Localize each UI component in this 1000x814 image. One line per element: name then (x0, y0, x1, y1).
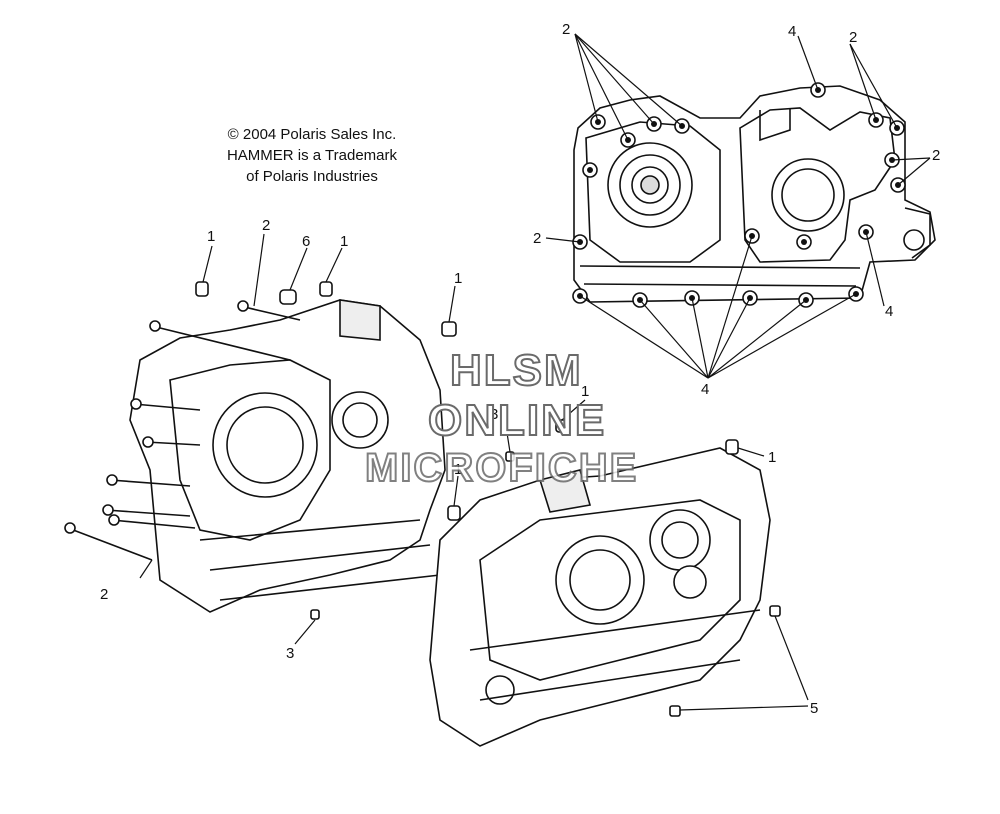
callout-label: 1 (207, 228, 215, 245)
left-half-studs (64, 300, 301, 561)
callout-label: 3 (286, 645, 294, 662)
watermark-line-2: ONLINE (427, 395, 607, 446)
callout-label: 4 (701, 381, 709, 398)
owner-line: of Polaris Industries (246, 168, 378, 185)
o-ring-seal (279, 289, 297, 305)
callout-label: 2 (562, 21, 570, 38)
callout-label: 1 (454, 270, 462, 287)
crankcase-side-view (573, 85, 936, 303)
callout-label: 1 (340, 233, 348, 250)
callout-label: 6 (302, 233, 310, 250)
copyright-notice: © 2004 Polaris Sales Inc. HAMMER is a Tr… (222, 124, 402, 187)
callout-label: 2 (932, 147, 940, 164)
plugs (310, 451, 781, 717)
callout-label: 1 (581, 383, 589, 400)
crankcase-right-half (429, 447, 771, 747)
callout-label: 2 (262, 217, 270, 234)
callout-label: 1 (454, 461, 462, 478)
crankcase-left-half (129, 299, 446, 613)
watermark-line-3: MICROFICHE (364, 445, 639, 491)
copyright-line: © 2004 Polaris Sales Inc. (227, 126, 397, 143)
watermark-line-1: HLSM (449, 345, 583, 396)
callout-label: 1 (768, 449, 776, 466)
dowel-pins (195, 281, 739, 521)
callout-label: 2 (100, 586, 108, 603)
callout-label: 2 (849, 29, 857, 46)
callout-label: 3 (490, 406, 498, 423)
trademark-line: HAMMER is a Trademark (226, 147, 398, 164)
leader-lines (139, 33, 931, 711)
callout-label: 4 (788, 23, 796, 40)
callout-label: 4 (885, 303, 893, 320)
callout-label: 5 (810, 700, 818, 717)
callout-label: 2 (533, 230, 541, 247)
callout-labels: 2 4 2 2 2 4 4 1 2 6 1 1 1 3 1 2 3 1 5 (100, 21, 940, 717)
